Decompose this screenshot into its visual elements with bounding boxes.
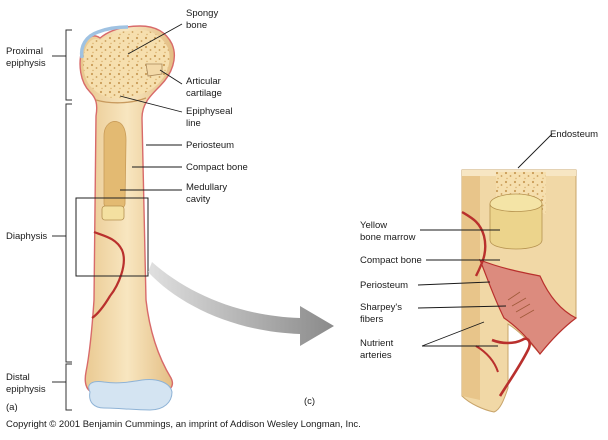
distal-articular-cartilage <box>88 379 173 411</box>
sharpeys-fibers-mark <box>507 291 535 319</box>
cartilage-notch <box>145 63 163 77</box>
leader-articular-cartilage <box>159 69 183 85</box>
label-endosteum: Endosteum <box>550 129 598 140</box>
panel-c-leaders <box>417 133 553 347</box>
compact-bone-face <box>462 176 480 400</box>
yellow-marrow-body <box>489 203 543 250</box>
label-medullary-cavity: Medullary cavity <box>186 182 230 205</box>
leader-periosteum-c <box>417 281 491 286</box>
bracket-proximal <box>65 29 72 101</box>
spongy-bone-region <box>83 30 170 99</box>
leader-sharpeys <box>417 305 507 309</box>
leader-epiphyseal-line <box>119 95 183 113</box>
panel-a-leaders <box>119 23 183 191</box>
cut-section-top <box>101 205 125 221</box>
label-compact-bone-a: Compact bone <box>186 162 248 173</box>
bone-panel-a <box>75 25 176 411</box>
label-periosteum-c: Periosteum <box>360 280 408 291</box>
label-yellow-bone-marrow: Yellow bone marrow <box>360 220 416 243</box>
label-epiphyseal-line: Epiphyseal line <box>186 106 235 129</box>
nutrient-artery-c1 <box>461 210 487 277</box>
nutrient-artery-c3 <box>475 345 499 373</box>
leader-spongy-bone <box>127 23 183 55</box>
bracket-distal <box>65 363 72 411</box>
bone-panel-c <box>461 169 578 413</box>
leader-artery-1 <box>421 321 485 347</box>
label-periosteum-a: Periosteum <box>186 140 234 151</box>
magnification-arrow <box>148 262 334 346</box>
label-distal-epiphysis: Distal epiphysis <box>6 372 46 395</box>
label-spongy-bone: Spongy bone <box>186 8 221 31</box>
periosteum-flap <box>478 258 578 355</box>
bracket-diaphysis <box>65 103 72 363</box>
label-compact-bone-c: Compact bone <box>360 255 422 266</box>
magnification-box <box>75 197 149 277</box>
label-diaphysis: Diaphysis <box>6 231 47 242</box>
epiphyseal-line-mark <box>95 97 147 104</box>
panel-c-tag: (c) <box>304 396 315 407</box>
medullary-cavity-region <box>103 121 127 211</box>
label-nutrient-arteries: Nutrient arteries <box>360 338 396 361</box>
articular-cartilage-cap <box>79 25 129 59</box>
nutrient-artery-c2 <box>491 337 531 397</box>
label-articular-cartilage: Articular cartilage <box>186 76 223 99</box>
label-proximal-epiphysis: Proximal epiphysis <box>6 46 46 69</box>
leader-endosteum <box>517 133 553 169</box>
panel-a-tag: (a) <box>6 402 18 413</box>
copyright-notice: Copyright © 2001 Benjamin Cummings, an i… <box>6 419 361 430</box>
region-brackets <box>52 29 72 411</box>
nutrient-artery-a <box>91 230 125 319</box>
label-sharpeys-fibers: Sharpey's fibers <box>360 302 405 325</box>
